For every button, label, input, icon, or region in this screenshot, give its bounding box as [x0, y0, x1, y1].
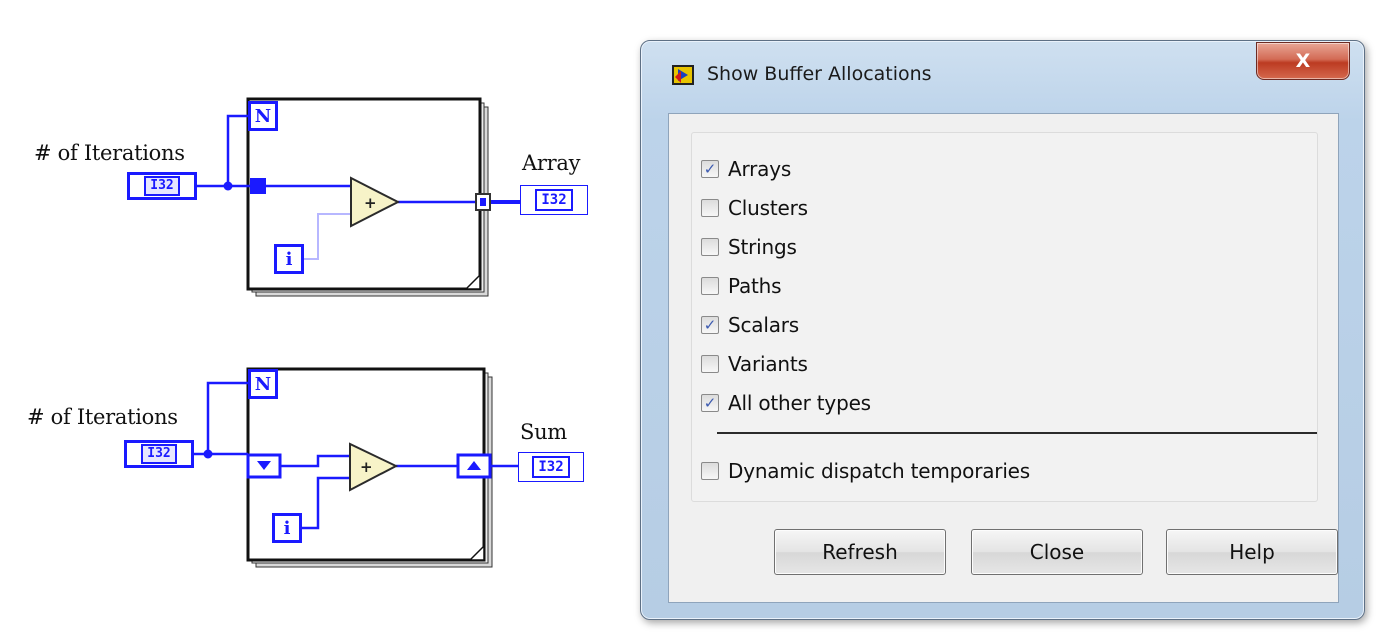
- sum-indicator[interactable]: I32: [518, 452, 584, 482]
- wires-bottom: [194, 381, 520, 530]
- option-clusters[interactable]: Clusters: [701, 192, 808, 224]
- iterations-label-bottom: # of Iterations: [27, 405, 178, 429]
- option-dynamic-dispatch[interactable]: Dynamic dispatch temporaries: [701, 455, 1030, 487]
- checkbox[interactable]: [701, 238, 719, 256]
- add-function-bottom[interactable]: +: [349, 442, 399, 492]
- wires-top: [196, 114, 520, 260]
- array-indicator[interactable]: I32: [520, 185, 588, 215]
- separator-line: [717, 432, 1317, 434]
- option-label: Clusters: [728, 196, 808, 220]
- loop-count-terminal-top[interactable]: N: [248, 101, 278, 131]
- checkbox[interactable]: ✓: [701, 316, 719, 334]
- svg-text:+: +: [360, 458, 373, 476]
- i32-type-label: I32: [141, 444, 177, 464]
- iterations-label-top: # of Iterations: [34, 141, 185, 165]
- auto-index-tunnel-in[interactable]: [250, 178, 266, 194]
- iteration-terminal-bottom[interactable]: i: [272, 513, 302, 543]
- option-label: Variants: [728, 352, 808, 376]
- shift-register-left[interactable]: [246, 453, 282, 479]
- labview-app-icon: [672, 65, 694, 85]
- dialog-client-area: ✓ Arrays Clusters Strings Paths ✓ Scalar…: [668, 113, 1339, 603]
- checkbox[interactable]: [701, 199, 719, 217]
- option-arrays[interactable]: ✓ Arrays: [701, 153, 791, 185]
- window-close-button[interactable]: X: [1256, 42, 1350, 80]
- refresh-button[interactable]: Refresh: [774, 529, 946, 575]
- option-strings[interactable]: Strings: [701, 231, 797, 263]
- window-title: Show Buffer Allocations: [707, 63, 932, 85]
- option-label: Strings: [728, 235, 797, 259]
- checkbox[interactable]: ✓: [701, 160, 719, 178]
- loop-count-terminal-bottom[interactable]: N: [248, 369, 278, 399]
- checkbox[interactable]: [701, 462, 719, 480]
- iterations-control-top[interactable]: I32: [127, 172, 197, 200]
- option-label: Scalars: [728, 313, 800, 337]
- wire-junction: [203, 449, 213, 459]
- i32-array-type-label: I32: [535, 189, 573, 211]
- iterations-control-bottom[interactable]: I32: [124, 440, 194, 468]
- shift-register-right[interactable]: [456, 453, 492, 479]
- option-scalars[interactable]: ✓ Scalars: [701, 309, 799, 341]
- svg-text:+: +: [364, 194, 377, 212]
- buffer-types-group: ✓ Arrays Clusters Strings Paths ✓ Scalar…: [691, 132, 1318, 502]
- sum-label: Sum: [520, 420, 567, 444]
- iteration-terminal-top[interactable]: i: [274, 244, 304, 274]
- option-label: Dynamic dispatch temporaries: [728, 459, 1030, 483]
- checkbox[interactable]: [701, 277, 719, 295]
- i32-type-label: I32: [144, 176, 180, 196]
- option-paths[interactable]: Paths: [701, 270, 782, 302]
- close-button[interactable]: Close: [971, 529, 1143, 575]
- wire-junction: [223, 181, 233, 191]
- checkbox[interactable]: [701, 355, 719, 373]
- option-all-other-types[interactable]: ✓ All other types: [701, 387, 871, 419]
- array-label: Array: [522, 151, 581, 175]
- option-label: Paths: [728, 274, 782, 298]
- i32-type-label: I32: [532, 456, 570, 478]
- help-button[interactable]: Help: [1166, 529, 1338, 575]
- show-buffer-allocations-window: Show Buffer Allocations X ✓ Arrays Clust…: [640, 40, 1365, 620]
- option-label: All other types: [728, 391, 871, 415]
- checkbox[interactable]: ✓: [701, 394, 719, 412]
- option-variants[interactable]: Variants: [701, 348, 808, 380]
- add-function-top[interactable]: +: [350, 176, 401, 228]
- option-label: Arrays: [728, 157, 792, 181]
- block-diagram-canvas: + +: [194, 97, 520, 568]
